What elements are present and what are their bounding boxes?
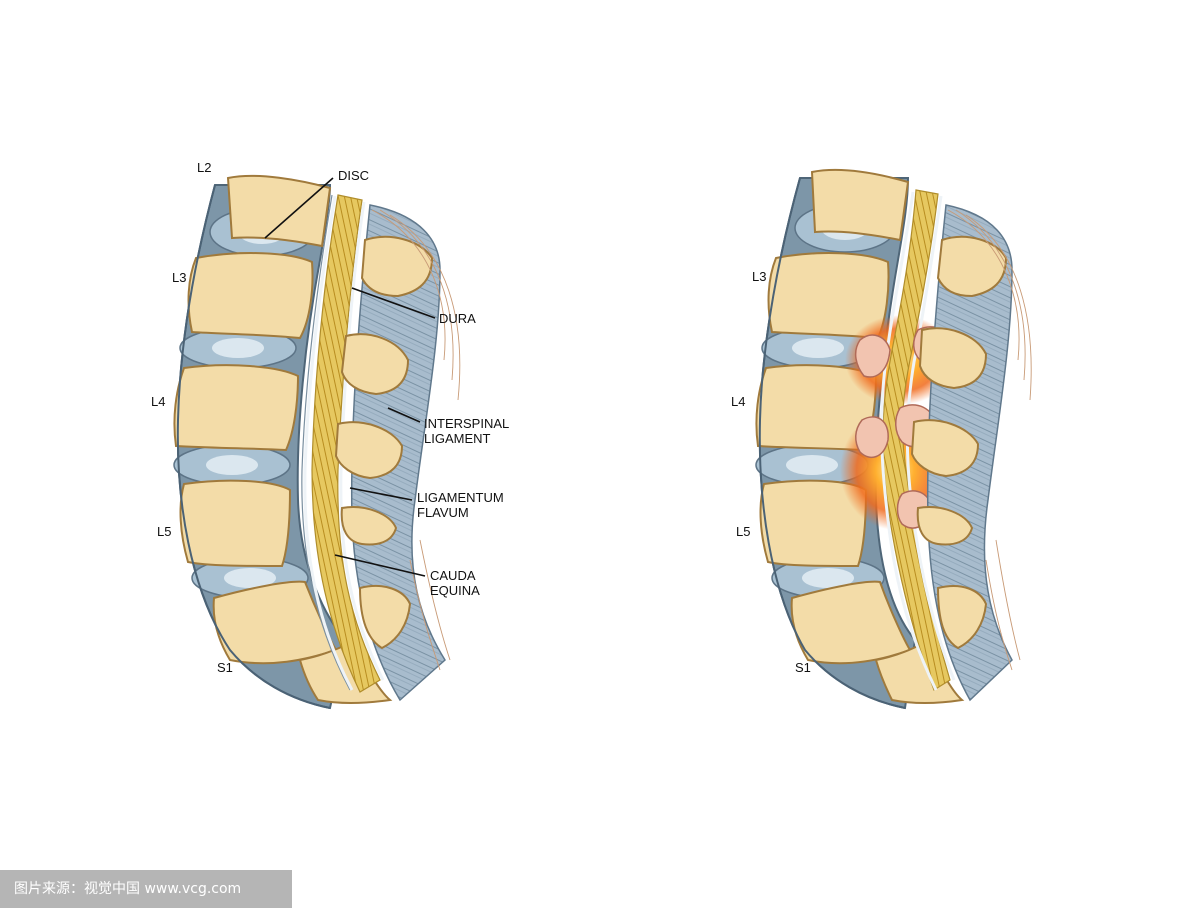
right-back-fibers [947,209,1032,671]
label-l3: L3 [172,270,186,285]
right-label-l5: L5 [736,524,750,539]
label-l5: L5 [157,524,171,539]
label-l2: L2 [197,160,211,175]
right-cauda-equina [882,189,951,691]
callout-cauda-line1: CAUDA [430,568,476,583]
left-dura [301,194,351,691]
callout-dura: DURA [439,311,476,326]
left-vertebral-bodies [173,174,393,704]
left-spine-normal: L2 L3 L4 L5 S1 DISC DURA INTERSPINAL LIG… [151,160,509,710]
callout-cauda-line2: EQUINA [430,583,480,598]
callout-flavum-line2: FLAVUM [417,505,469,520]
left-leader-lines [264,177,436,577]
right-label-l4: L4 [731,394,745,409]
callout-disc: DISC [338,168,369,183]
left-back-fibers [371,209,461,671]
callout-interspinal-line1: INTERSPINAL [424,416,509,431]
right-label-l3: L3 [752,269,766,284]
right-spine-stenosis: L3 L4 L5 S1 [731,168,1032,710]
callout-flavum-line1: LIGAMENTUM [417,490,504,505]
label-s1: S1 [217,660,233,675]
right-vertebral-bodies [755,168,965,704]
watermark-text: 图片来源：视觉中国 www.vcg.com [14,881,242,897]
right-spinous-processes [910,235,1008,650]
watermark-bar [0,870,292,908]
label-l4: L4 [151,394,165,409]
left-spinous-processes [334,235,434,650]
callout-interspinal-line2: LIGAMENT [424,431,491,446]
right-label-s1: S1 [795,660,811,675]
